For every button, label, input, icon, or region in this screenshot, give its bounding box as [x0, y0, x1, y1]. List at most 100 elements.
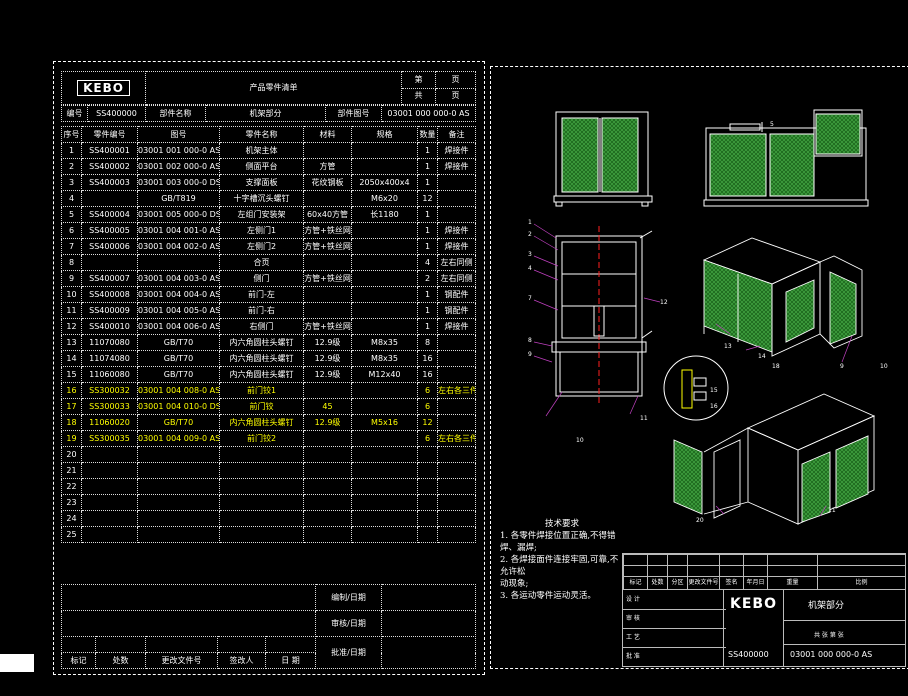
bom-cell-code: SS400006	[81, 238, 138, 255]
footer-change-doc: 更改文件号	[145, 652, 218, 669]
callout-label: 10	[576, 437, 584, 444]
table-row: 21	[61, 462, 476, 479]
bom-cell-no: 18	[61, 414, 82, 431]
bom-cell-no: 12	[61, 318, 82, 335]
bom-cell-qty: 1	[417, 206, 438, 223]
bom-cell-dwg: 03001 004 005-0 AS	[137, 302, 220, 319]
callout-label: 18	[772, 363, 780, 370]
bom-cell-no: 23	[61, 494, 82, 511]
bom-cell-note	[437, 334, 476, 351]
bom-cell-spec	[351, 382, 418, 399]
notes-title: 技术要求	[544, 519, 579, 529]
bom-cell-spec	[351, 158, 418, 175]
bom-cell-spec	[351, 222, 418, 239]
bom-cell-no: 11	[61, 302, 82, 319]
bom-cell-note: 焊接件	[437, 238, 476, 255]
bom-cell-spec	[351, 494, 418, 511]
bom-cell-no: 4	[61, 190, 82, 207]
bom-cell-name: 支撑面板	[219, 174, 304, 191]
bom-cell-note: 钢配件	[437, 302, 476, 319]
bom-cell-no: 1	[61, 142, 82, 159]
isometric-view-2	[673, 393, 876, 525]
bom-cell-mat	[303, 510, 352, 527]
bom-cell-dwg: 03001 004 010-0 DS	[137, 398, 220, 415]
bom-cell-spec	[351, 286, 418, 303]
col-header: 数量	[417, 126, 438, 143]
bom-cell-name	[219, 494, 304, 511]
footer-count: 处数	[95, 652, 146, 669]
bom-cell-note: 焊接件	[437, 142, 476, 159]
bom-cell-code: SS400003	[81, 174, 138, 191]
bom-cell-name	[219, 446, 304, 463]
bom-cell-note	[437, 174, 476, 191]
bom-cell-qty: 1	[417, 238, 438, 255]
bom-cell-qty: 2	[417, 270, 438, 287]
bom-cell-dwg: 03001 004 003-0 AS	[137, 270, 220, 287]
bom-cell-note	[437, 446, 476, 463]
bom-cell-code	[81, 478, 138, 495]
bom-cell-qty	[417, 478, 438, 495]
bom-cell-no: 21	[61, 462, 82, 479]
bom-cell-mat	[303, 494, 352, 511]
callout-label: 8	[528, 337, 532, 344]
bom-cell-name: 内六角圆柱头螺钉	[219, 350, 304, 367]
bom-sheet	[53, 61, 485, 675]
bom-column-headers: 序号 零件编号 图号 零件名称 材料 规格 数量 备注	[61, 126, 476, 143]
isometric-view-1	[702, 237, 863, 357]
bom-cell-code: SS400005	[81, 222, 138, 239]
footer-date: 日 期	[265, 652, 316, 669]
detail-view	[663, 355, 729, 421]
tb-role-approve: 批 准	[626, 653, 640, 660]
callout-label: 3	[528, 251, 532, 258]
bom-cell-dwg: 03001 003 000-0 DS	[137, 174, 220, 191]
bom-cell-no: 24	[61, 510, 82, 527]
bom-cell-spec: M5x16	[351, 414, 418, 431]
bom-cell-mat: 45	[303, 398, 352, 415]
front-view	[553, 111, 653, 207]
tb-part-name: 机架部分	[808, 601, 845, 611]
bom-cell-no: 16	[61, 382, 82, 399]
bom-cell-spec	[351, 302, 418, 319]
bom-cell-no: 14	[61, 350, 82, 367]
bom-cell-mat	[303, 446, 352, 463]
bom-cell-qty: 1	[417, 302, 438, 319]
bom-cell-code	[81, 462, 138, 479]
bom-cell-name: 左组门安装架	[219, 206, 304, 223]
bom-cell-note	[437, 478, 476, 495]
tb-logo: KEBO	[730, 596, 777, 612]
bom-cell-spec	[351, 510, 418, 527]
bom-cell-code: 11060080	[81, 366, 138, 383]
code-label: 编号	[61, 105, 88, 122]
bom-cell-name: 内六角圆柱头螺钉	[219, 366, 304, 383]
bom-cell-name: 左侧门2	[219, 238, 304, 255]
bom-cell-spec	[351, 238, 418, 255]
tb-name-area: 机架部分 共 张 第 张 03001 000 000-0 AS	[783, 590, 906, 666]
bom-cell-spec: M8x35	[351, 350, 418, 367]
code-value: SS400000	[87, 105, 146, 122]
bom-cell-mat: 方管+铁丝网	[303, 238, 352, 255]
bom-cell-mat: 方管	[303, 158, 352, 175]
side-view	[703, 109, 869, 207]
callout-label: 14	[758, 353, 766, 360]
bom-cell-code	[81, 510, 138, 527]
bom-cell-spec: M6x20	[351, 190, 418, 207]
bom-cell-dwg: GB/T70	[137, 334, 220, 351]
bom-cell-note: 左右各三件	[437, 382, 476, 399]
bom-cell-dwg	[137, 510, 220, 527]
bom-cell-qty: 8	[417, 334, 438, 351]
bom-cell-note	[437, 366, 476, 383]
footer-mark: 标记	[61, 652, 96, 669]
bom-cell-qty	[417, 446, 438, 463]
callout-label: 9	[528, 351, 532, 358]
callout-numbers: 1 2 3 4 5 7 8 9 10 11 12 13 14 18 10 9 1…	[528, 121, 888, 524]
bom-cell-dwg	[137, 494, 220, 511]
bom-cell-dwg: 03001 004 009-0 AS	[137, 430, 220, 447]
bom-cell-no: 6	[61, 222, 82, 239]
col-header: 序号	[61, 126, 82, 143]
bom-cell-no: 10	[61, 286, 82, 303]
tb-header-sign: 签名	[719, 576, 744, 590]
bom-cell-spec	[351, 478, 418, 495]
